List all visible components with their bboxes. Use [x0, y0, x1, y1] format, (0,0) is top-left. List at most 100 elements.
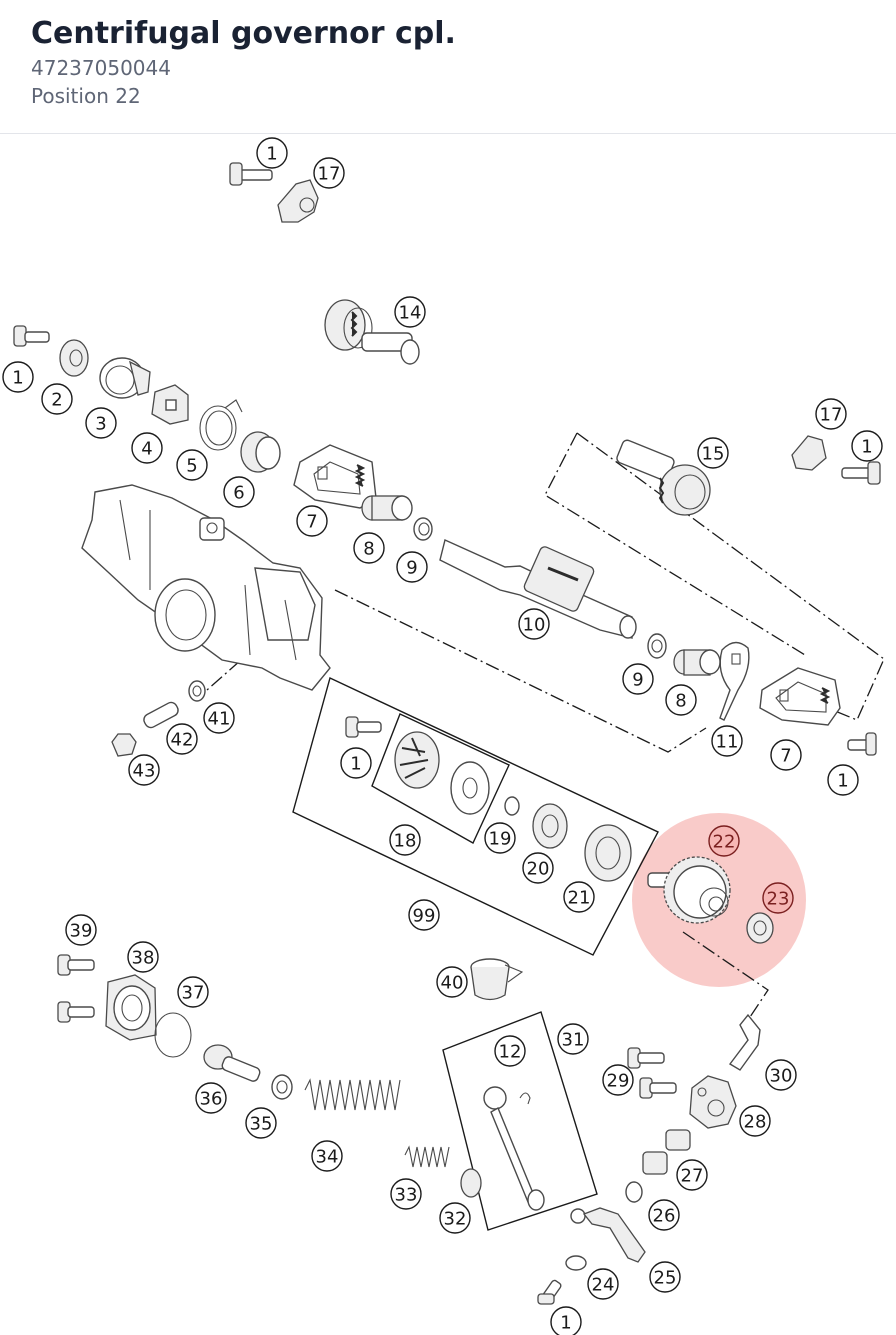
callout-number: 4 [141, 439, 152, 460]
callout-position-15[interactable]: 15 [697, 437, 729, 469]
callout-circle [494, 1035, 526, 1067]
part-bolt-1-bottom [537, 1279, 562, 1305]
callout-position-19[interactable]: 19 [484, 822, 516, 854]
callout-position-9[interactable]: 9 [396, 551, 428, 583]
callout-number: 18 [394, 831, 417, 852]
part-31-rod [483, 1086, 545, 1211]
callout-position-3[interactable]: 3 [85, 407, 117, 439]
callout-position-36[interactable]: 36 [195, 1082, 227, 1114]
part-21-bearing [584, 824, 632, 882]
callout-position-25[interactable]: 25 [649, 1261, 681, 1293]
callout-position-8[interactable]: 8 [353, 532, 385, 564]
callout-number: 1 [861, 437, 872, 458]
callout-position-2[interactable]: 2 [41, 383, 73, 415]
part-33-spring [404, 1145, 450, 1168]
callout-number: 7 [780, 746, 791, 767]
callout-position-14[interactable]: 14 [394, 296, 426, 328]
callout-number: 10 [523, 615, 546, 636]
callout-position-37[interactable]: 37 [177, 976, 209, 1008]
callout-position-8[interactable]: 8 [665, 684, 697, 716]
callout-circle [166, 723, 198, 755]
callout-circle [85, 407, 117, 439]
callout-number: 17 [820, 405, 843, 426]
callout-position-34[interactable]: 34 [311, 1140, 343, 1172]
callout-position-35[interactable]: 35 [245, 1107, 277, 1139]
callout-position-39[interactable]: 39 [65, 914, 97, 946]
callout-position-7[interactable]: 7 [296, 505, 328, 537]
callout-number: 34 [316, 1147, 339, 1168]
callout-circle [311, 1140, 343, 1172]
callout-position-32[interactable]: 32 [439, 1202, 471, 1234]
callout-position-20[interactable]: 20 [522, 852, 554, 884]
callout-position-9[interactable]: 9 [622, 663, 654, 695]
callout-position-1[interactable]: 1 [827, 764, 859, 796]
callout-position-38[interactable]: 38 [127, 941, 159, 973]
callout-circle [394, 296, 426, 328]
callout-position-1[interactable]: 1 [256, 137, 288, 169]
callout-position-6[interactable]: 6 [223, 476, 255, 508]
callout-position-10[interactable]: 10 [518, 608, 550, 640]
callout-position-7[interactable]: 7 [770, 739, 802, 771]
callout-position-28[interactable]: 28 [739, 1105, 771, 1137]
part-42 [143, 701, 179, 729]
callout-position-41[interactable]: 41 [203, 702, 235, 734]
callout-position-29[interactable]: 29 [602, 1064, 634, 1096]
callout-position-17[interactable]: 17 [815, 398, 847, 430]
callout-number: 21 [568, 888, 591, 909]
callout-circle [313, 157, 345, 189]
callout-circle [127, 941, 159, 973]
callout-position-27[interactable]: 27 [676, 1159, 708, 1191]
callout-position-23[interactable]: 23 [762, 882, 794, 914]
part-7-left [293, 444, 377, 509]
callout-position-22[interactable]: 22 [708, 825, 740, 857]
callout-position-5[interactable]: 5 [176, 449, 208, 481]
callout-position-18[interactable]: 18 [389, 824, 421, 856]
part-4 [151, 384, 189, 425]
part-bolt-1-right-top [841, 461, 881, 485]
part-40 [470, 958, 524, 1001]
callout-position-30[interactable]: 30 [765, 1059, 797, 1091]
callout-circle [587, 1268, 619, 1300]
callout-position-11[interactable]: 11 [711, 725, 743, 757]
callout-number: 12 [499, 1042, 522, 1063]
callout-circle [296, 505, 328, 537]
callout-number: 6 [233, 483, 244, 504]
part-14-drum [324, 299, 420, 365]
callout-position-12[interactable]: 12 [494, 1035, 526, 1067]
callout-position-17[interactable]: 17 [313, 157, 345, 189]
part-38-cover [105, 974, 157, 1041]
callout-circle [203, 702, 235, 734]
callout-number: 29 [607, 1071, 630, 1092]
callout-circle [389, 824, 421, 856]
callout-circle [195, 1082, 227, 1114]
callout-position-42[interactable]: 42 [166, 723, 198, 755]
callout-position-1[interactable]: 1 [340, 747, 372, 779]
callout-position-1[interactable]: 1 [851, 430, 883, 462]
callout-position-33[interactable]: 33 [390, 1178, 422, 1210]
part-26 [625, 1181, 643, 1203]
callout-circle [602, 1064, 634, 1096]
callout-position-1[interactable]: 1 [550, 1306, 582, 1335]
callout-position-40[interactable]: 40 [436, 966, 468, 998]
part-12-clip [519, 1092, 531, 1105]
callout-circle [851, 430, 883, 462]
callout-circle [522, 852, 554, 884]
callout-position-31[interactable]: 31 [557, 1023, 589, 1055]
callout-position-26[interactable]: 26 [648, 1199, 680, 1231]
callout-position-43[interactable]: 43 [128, 754, 160, 786]
callout-position-24[interactable]: 24 [587, 1268, 619, 1300]
callout-position-1[interactable]: 1 [2, 361, 34, 393]
callout-circle [396, 551, 428, 583]
callout-number: 43 [133, 761, 156, 782]
callout-position-99[interactable]: 99 [408, 899, 440, 931]
callout-position-21[interactable]: 21 [563, 881, 595, 913]
callout-position-4[interactable]: 4 [131, 432, 163, 464]
callout-circle [245, 1107, 277, 1139]
callout-number: 8 [363, 539, 374, 560]
part-5-spring [199, 399, 243, 451]
part-27-bushings [642, 1129, 691, 1175]
callout-number: 7 [306, 512, 317, 533]
callout-number: 1 [12, 368, 23, 389]
gearbox-housing [81, 484, 331, 691]
